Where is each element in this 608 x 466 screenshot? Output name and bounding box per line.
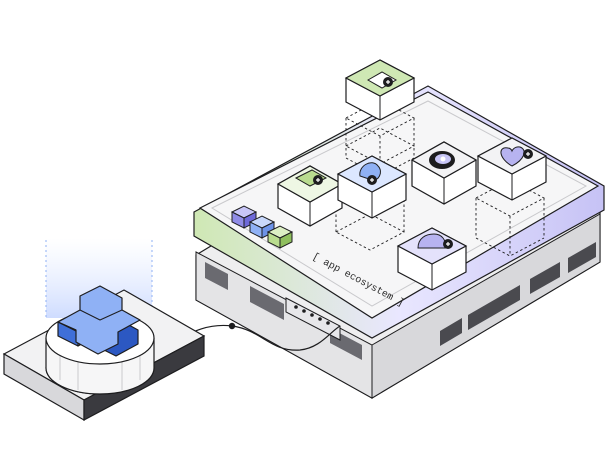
platform-port xyxy=(285,297,341,341)
platform: [ app ecosystem ] xyxy=(193,85,605,399)
blue-cross-icon xyxy=(57,285,141,357)
small-blocks xyxy=(230,205,294,249)
chat-app-icon[interactable] xyxy=(410,141,478,205)
cross-module xyxy=(2,238,206,422)
heart-app-icon[interactable] xyxy=(476,137,548,201)
green-app-icon[interactable] xyxy=(276,165,344,227)
floating-green-app-icon[interactable] xyxy=(344,59,416,121)
blue-app-icon[interactable] xyxy=(336,155,408,219)
purple-app-icon[interactable] xyxy=(396,227,468,291)
